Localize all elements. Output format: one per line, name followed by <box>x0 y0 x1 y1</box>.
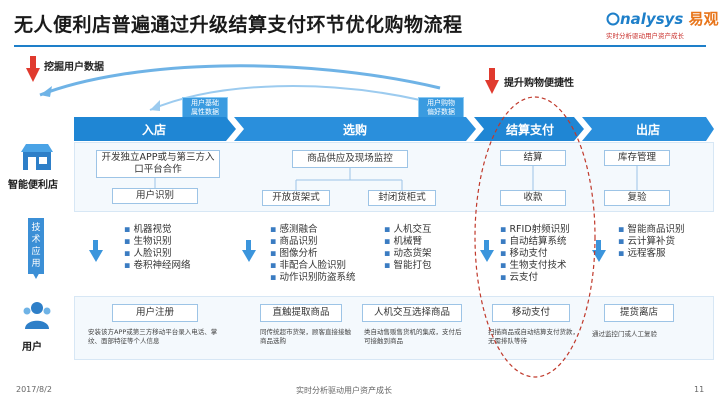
box-inventory: 库存管理 <box>604 150 670 166</box>
list-item: 生物支付技术 <box>500 260 570 272</box>
tech-list-pay: RFID射频识别 自动结算系统 移动支付 生物支付技术 云支付 <box>500 224 570 284</box>
list-item: 智能商品识别 <box>618 224 684 236</box>
list-item: RFID射频识别 <box>500 224 569 236</box>
tech-arrow-exit-stem <box>596 240 601 250</box>
logo: nalysys 易观 实时分析驱动用户资产成长 <box>606 8 719 44</box>
page-title: 无人便利店普遍通过升级结算支付环节优化购物流程 <box>14 14 463 36</box>
box-supply-monitor: 商品供应及现场监控 <box>292 150 408 168</box>
user-icon <box>23 302 51 329</box>
logo-cn: 易观 <box>688 10 719 28</box>
list-item: 远程客服 <box>618 248 684 260</box>
callout-mine-user-data: 挖掘用户数据 <box>44 62 104 73</box>
tag-user-preference-data: 用户购物偏好数据 <box>418 97 464 119</box>
store-icon <box>21 144 53 170</box>
red-arrow-right-stem <box>489 68 495 80</box>
page-number: 11 <box>694 385 705 394</box>
desc-hmi-select: 类自动售贩售货机的集成，支付后可接触到商品 <box>364 328 462 345</box>
red-arrow-right-icon <box>485 80 499 94</box>
list-item: 生物识别 <box>124 236 190 248</box>
title-rule <box>14 45 706 47</box>
box-recheck: 复验 <box>604 190 670 206</box>
list-item: 商品识别 <box>270 236 355 248</box>
logo-name: nalysys <box>620 10 684 28</box>
list-item: 机械臂 <box>384 236 431 248</box>
list-item: 云支付 <box>500 272 570 284</box>
box-pickup-leave: 提货离店 <box>604 304 674 322</box>
tech-arrow-pay-icon <box>480 250 494 262</box>
tech-list-enter: 机器视觉 生物识别 人脸识别 卷积神经网络 <box>124 224 190 272</box>
tech-arrow-pay-stem <box>484 240 489 250</box>
stage-bar <box>74 117 714 141</box>
tech-list-select-b: 人机交互 机械臂 动态货架 智能打包 <box>384 224 431 272</box>
desc-pickup-leave: 通过监控门或人工复验 <box>592 330 657 338</box>
desc-user-register: 安装该方APP或第三方移动平台录入电话、掌纹、面部特征等个人信息 <box>88 328 218 345</box>
tech-arrow-select-stem <box>246 240 251 250</box>
list-item: 图像分析 <box>270 248 355 260</box>
list-item: 人脸识别 <box>124 248 190 260</box>
tech-arrow-icon <box>31 270 41 279</box>
red-arrow-left-icon <box>26 68 40 82</box>
logo-wordmark: nalysys 易观 <box>606 8 719 29</box>
payment-highlight-ellipse <box>474 96 596 378</box>
list-item: 智能打包 <box>384 260 431 272</box>
list-item: 云计算补货 <box>618 236 684 248</box>
tech-list-exit: 智能商品识别 云计算补货 远程客服 <box>618 224 684 260</box>
tech-arrow-enter-icon <box>89 250 103 262</box>
desc-direct-pick: 同传统超市货架，顾客直接接触商品选购 <box>260 328 351 345</box>
box-user-register: 用户注册 <box>112 304 198 322</box>
list-item: 机器视觉 <box>124 224 190 236</box>
side-label-tech: 技术应用 <box>28 218 44 274</box>
tech-arrow-exit-icon <box>592 250 606 262</box>
box-direct-pick: 直触提取商品 <box>260 304 342 322</box>
logo-ring-icon <box>606 12 620 26</box>
stage-enter: 入店 <box>141 122 166 137</box>
list-item: 自动结算系统 <box>500 236 570 248</box>
box-open-shelf: 开放货架式 <box>262 190 330 206</box>
red-arrow-left-stem <box>30 56 36 68</box>
logo-slogan: 实时分析驱动用户资产成长 <box>606 32 684 40</box>
callout-improve-convenience: 提升购物便捷性 <box>504 78 574 89</box>
side-label-user: 用户 <box>22 342 42 353</box>
list-item: 卷积神经网络 <box>124 260 190 272</box>
data-flow-arcs <box>39 64 441 111</box>
stage-exit: 出店 <box>635 122 660 137</box>
tech-arrow-select-icon <box>242 250 256 262</box>
box-closed-cabinet: 封闭货柜式 <box>368 190 436 206</box>
footer-date: 2017/8/2 <box>16 385 52 394</box>
tech-list-select-a: 感测融合 商品识别 图像分析 非配合人脸识别 动作识别防盗系统 <box>270 224 355 284</box>
list-item: 动作识别防盗系统 <box>270 272 355 284</box>
list-item: 感测融合 <box>270 224 355 236</box>
stage-select: 选购 <box>342 122 367 137</box>
box-settle: 结算 <box>500 150 566 166</box>
stage-payment: 结算支付 <box>505 122 554 137</box>
box-user-identify: 用户识别 <box>112 188 198 204</box>
box-collect: 收款 <box>500 190 566 206</box>
tech-arrow-enter-stem <box>93 240 98 250</box>
box-hmi-select: 人机交互选择商品 <box>362 304 462 322</box>
list-item: 人机交互 <box>384 224 431 236</box>
side-label-store: 智能便利店 <box>8 180 58 191</box>
list-item: 非配合人脸识别 <box>270 260 355 272</box>
box-mobile-pay: 移动支付 <box>492 304 570 322</box>
desc-mobile-pay: 扫描商品或自动结算支付货款，无需排队等待 <box>488 328 579 345</box>
footer-slogan: 实时分析驱动用户资产成长 <box>296 386 392 395</box>
list-item: 动态货架 <box>384 248 431 260</box>
list-item: 移动支付 <box>500 248 570 260</box>
box-enter-platform: 开发独立APP或与第三方入口平台合作 <box>96 150 220 178</box>
